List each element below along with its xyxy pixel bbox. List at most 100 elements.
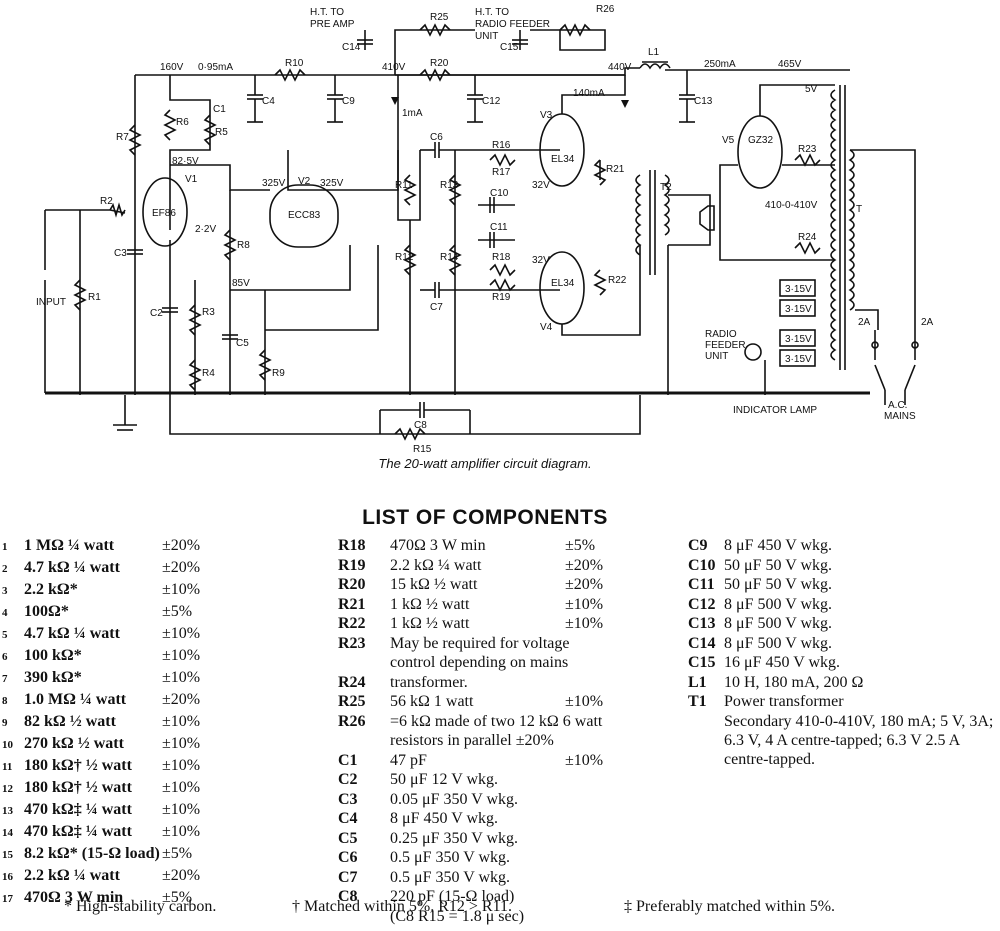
label-r18: R18 (492, 252, 511, 263)
component-description: 180 kΩ† ½ watt (24, 779, 132, 796)
label-ecc83: ECC83 (288, 210, 321, 221)
component-ref: 3 (2, 585, 8, 597)
label-r25: R25 (430, 12, 449, 23)
label-325v-b: 325V (320, 178, 344, 189)
label-ac: A.C. (888, 400, 907, 411)
component-description: resistors in parallel ±20% (390, 732, 554, 749)
component-description: 100 kΩ* (24, 647, 82, 664)
component-ref: R26 (338, 712, 366, 730)
label-r20: R20 (430, 58, 449, 69)
component-description: 8 μF 450 V wkg. (390, 810, 499, 827)
component-ref: C5 (338, 829, 358, 847)
label-440v: 440V (608, 62, 632, 73)
component-tolerance: ±10% (162, 581, 201, 598)
component-tolerance: ±5% (162, 889, 193, 906)
component-ref: C2 (338, 771, 358, 788)
component-description: 8 μF 500 V wkg. (724, 634, 833, 652)
label-v5: V5 (722, 135, 735, 146)
component-description: 56 kΩ 1 watt (390, 693, 474, 710)
label-c10: C10 (490, 188, 509, 199)
component-description: 390 kΩ* (24, 669, 82, 686)
label-095ma: 0·95mA (198, 62, 233, 73)
label-c14: C14 (342, 42, 361, 53)
component-row: control depending on mains (338, 653, 673, 673)
label-c5: C5 (236, 338, 249, 349)
label-c8: C8 (414, 420, 427, 431)
component-description: transformer. (390, 673, 468, 691)
label-heater-b: 3·15V (785, 304, 812, 315)
label-85v: 85V (232, 278, 250, 289)
component-description: 50 μF 50 V wkg. (724, 556, 833, 574)
component-description: 0.05 μF 350 V wkg. (390, 790, 519, 808)
component-description: 47 pF (390, 751, 427, 769)
component-ref: 10 (2, 739, 13, 751)
component-ref: 11 (2, 761, 13, 773)
component-tolerance: ±10% (565, 693, 604, 710)
label-radio-unit-2: FEEDER (705, 340, 746, 351)
component-ref: C12 (688, 595, 716, 613)
label-input: INPUT (36, 297, 66, 308)
label-c2: C2 (150, 308, 163, 319)
component-row: (C8 R15 = 1.8 μ sec) (338, 907, 673, 927)
component-tolerance: ±10% (162, 823, 201, 840)
label-r8: R8 (237, 240, 250, 251)
component-ref: 1 (2, 541, 8, 553)
diagram-caption: The 20-watt amplifier circuit diagram. (378, 456, 592, 471)
label-2-2v: 2·2V (195, 224, 216, 235)
component-description: Power transformer (724, 693, 844, 710)
component-description: 1 MΩ ¼ watt (24, 537, 115, 554)
label-v3: V3 (540, 110, 553, 121)
label-160v: 160V (160, 62, 184, 73)
component-tolerance: ±20% (565, 576, 604, 593)
component-tolerance: ±10% (162, 669, 201, 686)
label-r7: R7 (116, 132, 129, 143)
component-tolerance: ±10% (162, 647, 201, 664)
label-r9: R9 (272, 368, 285, 379)
component-ref: 9 (2, 717, 8, 729)
component-description: 8 μF 450 V wkg. (724, 537, 833, 554)
component-ref: R18 (338, 537, 366, 554)
circuit-diagram: 160V 0·95mA 410V 440V 250mA 465V 140mA 1… (36, 4, 934, 455)
component-row: C10 50 μF 50 V wkg. (688, 556, 998, 576)
component-ref: C15 (688, 654, 716, 671)
label-r1: R1 (88, 292, 101, 303)
component-description: 82 kΩ ½ watt (24, 713, 116, 730)
component-ref: R22 (338, 615, 366, 632)
component-ref: C1 (338, 751, 358, 769)
component-ref: C10 (688, 556, 716, 574)
component-description: 220 pF (15-Ω load) (390, 888, 515, 905)
footnote-dagger: † Matched within 5%. R12 > R11. (292, 898, 512, 915)
label-ht-radio-2: RADIO FEEDER (475, 19, 550, 30)
component-ref: 8 (2, 695, 8, 707)
component-description: 0.5 μF 350 V wkg. (390, 849, 511, 866)
label-el34-a: EL34 (551, 154, 575, 165)
label-r17: R17 (492, 167, 511, 178)
component-description: 10 H, 180 mA, 200 Ω (724, 673, 864, 691)
component-tolerance: ±10% (162, 735, 201, 752)
label-mains: MAINS (884, 411, 916, 422)
label-r14: R14 (440, 252, 459, 263)
component-description: 1 kΩ ½ watt (390, 615, 470, 632)
component-tolerance: ±20% (565, 556, 604, 574)
component-description: 16 μF 450 V wkg. (724, 654, 841, 671)
label-r2: R2 (100, 196, 113, 207)
label-c6: C6 (430, 132, 443, 143)
component-row: Secondary 410-0-410V, 180 mA; 5 V, 3A; 6… (688, 712, 998, 769)
component-description: 2.2 kΩ ¼ watt (24, 867, 120, 884)
label-r3: R3 (202, 307, 215, 318)
component-row: R22 1 kΩ ½ watt ±10% (338, 614, 673, 634)
component-tolerance: ±10% (565, 615, 604, 632)
label-indicator-lamp: INDICATOR LAMP (733, 405, 817, 416)
